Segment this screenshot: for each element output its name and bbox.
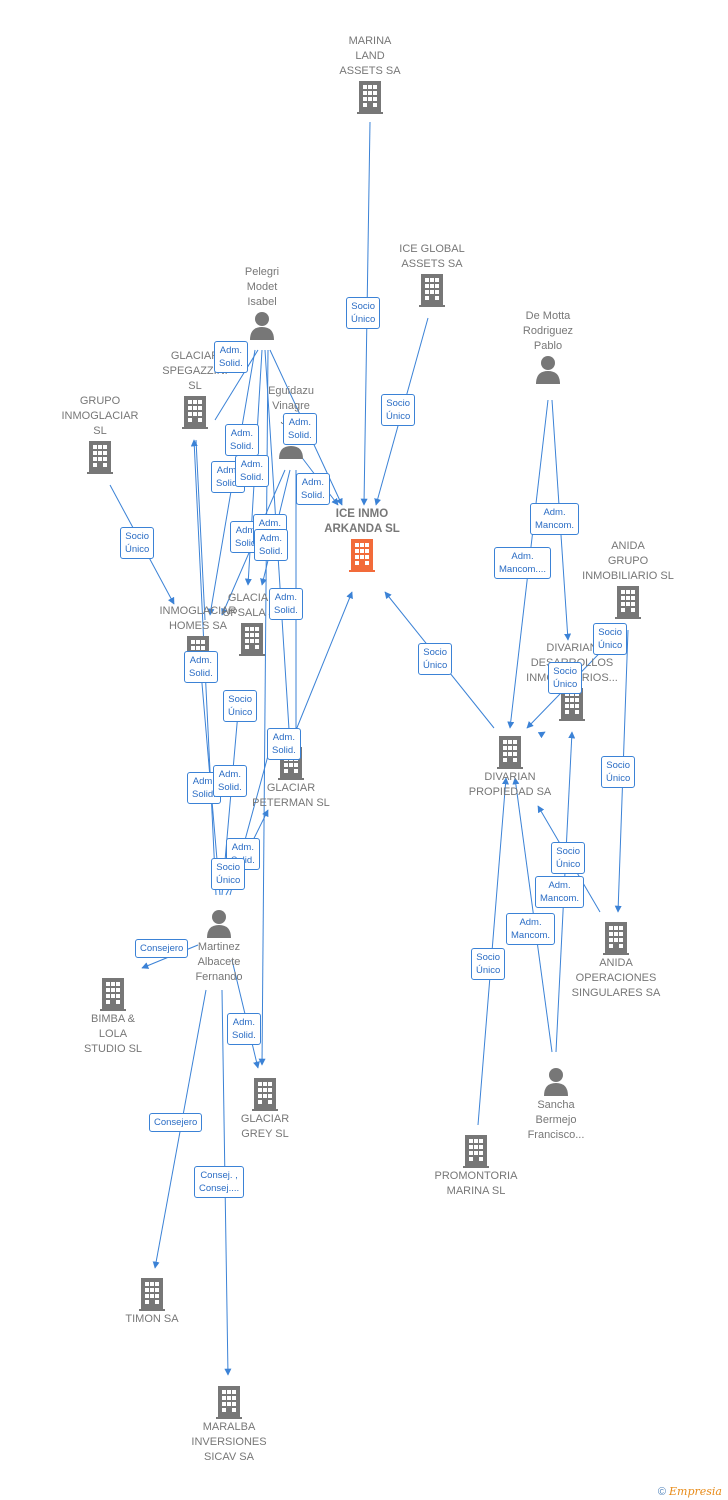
edge-label-socio-unico[interactable]: Socio Único xyxy=(120,527,155,559)
person-icon xyxy=(544,1068,568,1096)
building-icon xyxy=(463,1135,489,1168)
node-bimba[interactable]: BIMBA & LOLA STUDIO SL xyxy=(53,976,173,1057)
edge-label-adm-solid[interactable]: Adm. Solid. xyxy=(267,728,301,760)
node-promontoria[interactable]: PROMONTORIA MARINA SL xyxy=(416,1133,536,1199)
edge-divdesarrollos-divpropiedad xyxy=(537,731,546,739)
edge-label-socio-unico[interactable]: Socio Único xyxy=(381,394,416,426)
node-label: TIMON SA xyxy=(125,1313,179,1325)
node-label: PROMONTORIA MARINA SL xyxy=(434,1170,518,1197)
building-icon xyxy=(357,81,383,114)
edge-label-socio-unico[interactable]: Socio Único xyxy=(548,662,583,694)
node-de-motta[interactable]: De Motta Rodriguez Pablo xyxy=(488,309,608,386)
node-label: MARINA LAND ASSETS SA xyxy=(339,35,401,77)
building-icon xyxy=(252,1078,278,1111)
node-label: Martinez Albacete Fernando xyxy=(195,941,243,983)
edge-label-adm-solid[interactable]: Adm. Solid. xyxy=(235,455,269,487)
node-divarian-propiedad[interactable]: DIVARIAN PROPIEDAD SA xyxy=(450,734,570,800)
node-label: DIVARIAN PROPIEDAD SA xyxy=(468,771,552,798)
node-sancha[interactable]: Sancha Bermejo Francisco... xyxy=(496,1066,616,1143)
edge-label-socio-unico[interactable]: Socio Único xyxy=(346,297,381,329)
edge-label-adm-solid[interactable]: Adm. Solid. xyxy=(213,765,247,797)
node-martinez[interactable]: Martinez Albacete Fernando xyxy=(159,908,279,985)
edge-label-adm-mancom[interactable]: Adm. Mancom. xyxy=(506,913,556,945)
edge-label-adm-solid[interactable]: Adm. Solid. xyxy=(184,651,218,683)
edge-label-adm-solid[interactable]: Adm. Solid. xyxy=(254,529,288,561)
edge-label-adm-solid[interactable]: Adm. Solid. xyxy=(227,1013,261,1045)
edge-label-adm-solid[interactable]: Adm. Solid. xyxy=(214,341,248,373)
building-icon xyxy=(615,586,641,619)
edge-label-adm-mancom[interactable]: Adm. Mancom. xyxy=(535,876,585,908)
edge-label-socio-unico[interactable]: Socio Único xyxy=(593,623,628,655)
edge-label-adm-solid[interactable]: Adm. Solid. xyxy=(269,588,303,620)
edge-label-adm-mancom[interactable]: Adm. Mancom. xyxy=(530,503,580,535)
node-marina-land[interactable]: MARINA LAND ASSETS SA xyxy=(310,34,430,115)
building-icon xyxy=(139,1278,165,1311)
node-label: GLACIAR SPEGAZZINI SL xyxy=(162,350,228,392)
node-timon[interactable]: TIMON SA xyxy=(92,1276,212,1327)
node-label: GLACIAR GREY SL xyxy=(240,1113,290,1140)
node-anida-operaciones[interactable]: ANIDA OPERACIONES SINGULARES SA xyxy=(556,920,676,1001)
person-icon xyxy=(207,910,231,938)
edge-label-consejero[interactable]: Consejero xyxy=(135,939,189,958)
edge-label-socio-unico[interactable]: Socio Único xyxy=(471,948,506,980)
node-label: Pelegri Modet Isabel xyxy=(244,266,280,308)
node-label: GRUPO INMOGLACIAR SL xyxy=(61,395,139,437)
building-icon xyxy=(349,539,375,572)
node-pelegri[interactable]: Pelegri Modet Isabel xyxy=(202,265,322,342)
edge-label-consej[interactable]: Consej. , Consej.... xyxy=(194,1166,245,1198)
edge-label-consejero[interactable]: Consejero xyxy=(149,1113,203,1132)
node-label: INMOGLACIAR HOMES SA xyxy=(159,605,237,632)
copyright-symbol: © xyxy=(657,1486,666,1498)
node-glaciar-spegazzini[interactable]: GLACIAR SPEGAZZINI SL xyxy=(135,349,255,430)
node-label: ICE INMO ARKANDA SL xyxy=(324,508,400,535)
edge-peterman-ice xyxy=(291,591,353,741)
edge-label-adm-mancom-trunc[interactable]: Adm. Mancom.... xyxy=(494,547,551,579)
edge-spegazzini-homes xyxy=(195,439,206,621)
building-icon xyxy=(497,736,523,769)
node-anida-grupo[interactable]: ANIDA GRUPO INMOBILIARIO SL xyxy=(568,539,688,620)
building-icon xyxy=(559,688,585,721)
edge-label-adm-solid[interactable]: Adm. Solid. xyxy=(225,424,259,456)
edge-label-socio-unico[interactable]: Socio Único xyxy=(223,690,258,722)
node-glaciar-grey[interactable]: GLACIAR GREY SL xyxy=(205,1076,325,1142)
building-icon xyxy=(603,922,629,955)
person-icon xyxy=(536,356,560,384)
node-label: ANIDA OPERACIONES SINGULARES SA xyxy=(571,957,661,999)
edge-label-socio-unico[interactable]: Socio Único xyxy=(601,756,636,788)
brand-logo: Empresia xyxy=(669,1485,722,1498)
edge-label-socio-unico[interactable]: Socio Único xyxy=(551,842,586,874)
edge-label-adm-solid[interactable]: Adm. Solid. xyxy=(296,473,330,505)
node-label: MARALBA INVERSIONES SICAV SA xyxy=(191,1421,267,1463)
node-ice-inmo-arkanda[interactable]: ICE INMO ARKANDA SL xyxy=(302,507,422,573)
node-label: ANIDA GRUPO INMOBILIARIO SL xyxy=(582,540,674,582)
building-icon xyxy=(239,623,265,656)
node-label: ICE GLOBAL ASSETS SA xyxy=(399,243,465,270)
building-icon xyxy=(182,396,208,429)
node-label: De Motta Rodriguez Pablo xyxy=(522,310,574,352)
edge-label-socio-unico[interactable]: Socio Único xyxy=(211,858,246,890)
edge-label-socio-unico[interactable]: Socio Único xyxy=(418,643,453,675)
node-maralba[interactable]: MARALBA INVERSIONES SICAV SA xyxy=(169,1384,289,1465)
person-icon xyxy=(250,312,274,340)
edge-pelegri-spegazzini xyxy=(214,349,259,421)
node-grupo-inmoglaciar[interactable]: GRUPO INMOGLACIAR SL xyxy=(40,394,160,475)
building-icon xyxy=(100,978,126,1011)
node-label: BIMBA & LOLA STUDIO SL xyxy=(83,1013,143,1055)
building-icon xyxy=(419,274,445,307)
node-label: GLACIAR PETERMAN SL xyxy=(252,782,330,809)
node-label: Sancha Bermejo Francisco... xyxy=(527,1099,585,1141)
footer-brand[interactable]: © Empresia xyxy=(658,1485,722,1498)
building-icon xyxy=(216,1386,242,1419)
building-icon xyxy=(87,441,113,474)
node-ice-global[interactable]: ICE GLOBAL ASSETS SA xyxy=(372,242,492,308)
edge-label-adm-solid[interactable]: Adm. Solid. xyxy=(283,413,317,445)
